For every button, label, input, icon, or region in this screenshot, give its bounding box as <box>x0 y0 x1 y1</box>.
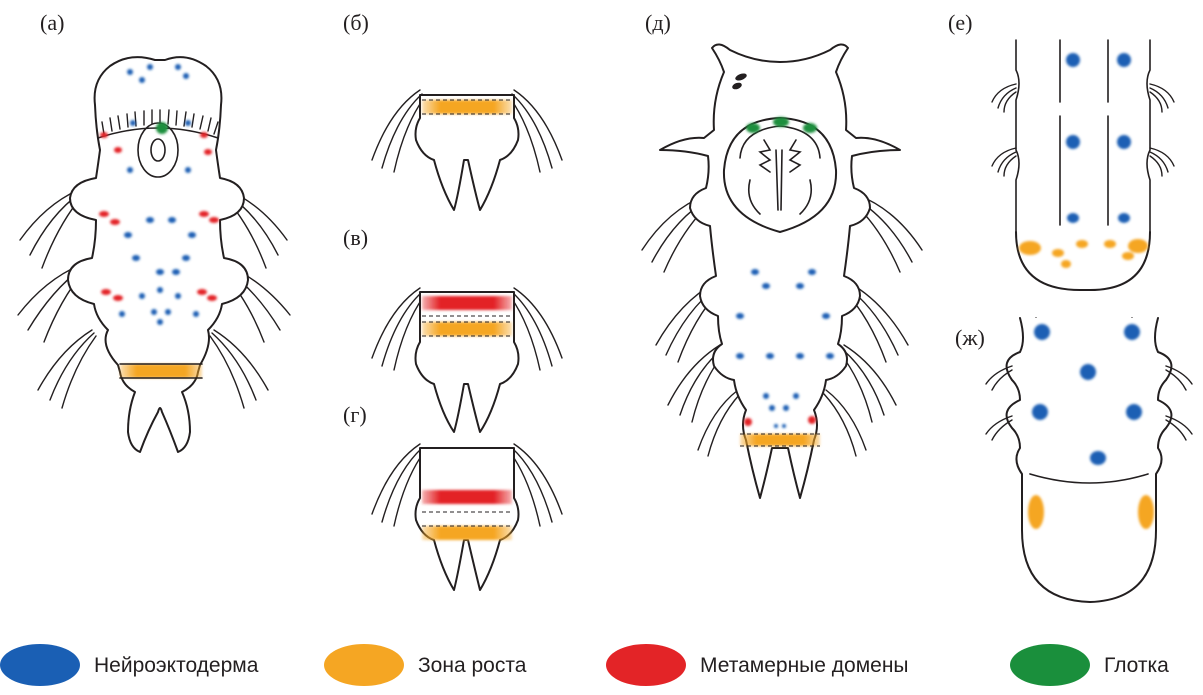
panel-g-label: (г) <box>343 402 367 427</box>
panel-e-label: (е) <box>948 10 972 35</box>
legend-swatch-growth-zone <box>324 644 404 686</box>
legend-item-pharynx: Глотка <box>1010 644 1169 686</box>
legend-label-neuroectoderm: Нейроэктодерма <box>94 654 259 677</box>
panel-a: (а) <box>18 10 290 452</box>
legend: Нейроэктодерма Зона роста Метамерные дом… <box>0 644 1169 686</box>
panel-v: (в) <box>343 225 562 432</box>
legend-item-growth: Зона роста <box>324 644 527 686</box>
panel-d-label: (д) <box>645 10 671 35</box>
panel-e-neuroectoderm-spots <box>1066 53 1131 223</box>
legend-label-metamere-domains: Метамерные домены <box>700 654 909 677</box>
panel-e: (е) <box>948 10 1174 290</box>
panel-d-body <box>660 44 900 498</box>
panel-b: (б) <box>343 10 562 210</box>
legend-label-growth-zone: Зона роста <box>418 654 527 677</box>
panel-a-label: (а) <box>40 10 64 35</box>
legend-item-neuro: Нейроэктодерма <box>0 644 259 686</box>
panel-d: (д) <box>642 10 922 498</box>
panel-a-body <box>68 57 248 452</box>
legend-swatch-metamere-domains <box>606 644 686 686</box>
panel-zh: (ж) <box>955 318 1192 602</box>
legend-label-pharynx: Глотка <box>1104 654 1169 677</box>
panel-a-pharynx-spot <box>156 122 168 134</box>
panel-zh-label: (ж) <box>955 325 985 350</box>
legend-item-meta: Метамерные домены <box>606 644 909 686</box>
panel-b-label: (б) <box>343 10 369 35</box>
panel-v-label: (в) <box>343 225 368 250</box>
panel-a-growth-zone <box>120 364 202 378</box>
legend-swatch-neuroectoderm <box>0 644 80 686</box>
legend-swatch-pharynx <box>1010 644 1090 686</box>
